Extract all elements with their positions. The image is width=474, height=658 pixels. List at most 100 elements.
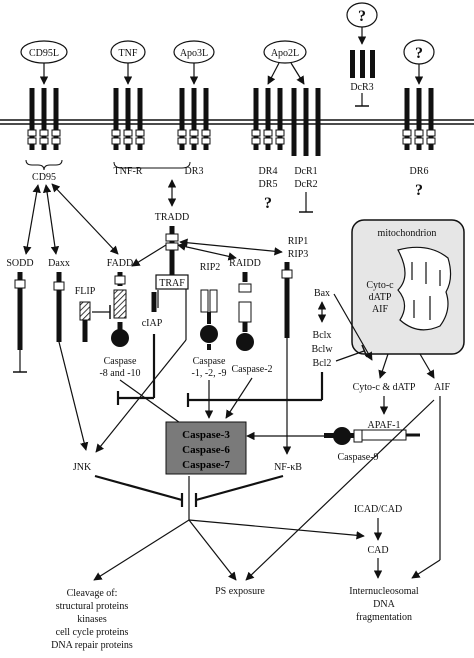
bcl-family: Bax Bclx Bclw Bcl2: [186, 288, 373, 407]
caspase-8-label-1: Caspase: [104, 356, 137, 367]
caspase-8-label-2: -8 and -10: [99, 368, 140, 379]
ligand-unknown-dr6: ?: [403, 39, 435, 85]
raidd: RAIDD Caspase-2: [229, 258, 272, 375]
jnk-inhibit-line: [94, 474, 183, 502]
receptor-dcr3-label: DcR3: [350, 82, 373, 93]
dna-line-2: DNA: [373, 599, 395, 610]
exec-icad-arrow: [188, 519, 365, 540]
cd95-daxx-arrow: [42, 184, 60, 255]
ligand-cd95l: CD95L: [20, 40, 68, 85]
daxx-label: Daxx: [48, 258, 70, 269]
rip1-rip3: RIP1 RIP3: [281, 236, 309, 455]
ligand-unknown-dcr3: ?: [346, 2, 378, 45]
rip2: RIP2 Caspase -1, -2, -9: [192, 262, 227, 379]
receptor-dr4-dr5: DR4 DR5 ?: [251, 87, 285, 212]
c2-exec-arrow: [225, 377, 253, 419]
ligand-apo2l: Apo2L: [263, 40, 307, 85]
plasma-membrane: [0, 119, 474, 125]
ps-exposure-label: PS exposure: [215, 586, 265, 597]
receptor-dcr3: DcR3: [350, 50, 375, 107]
cleavage-line-3: kinases: [77, 614, 107, 625]
bclw-label: Bclw: [311, 344, 333, 355]
exec-ps-arrow: [188, 519, 237, 581]
outcome-dna-fragmentation: Internucleosomal DNA fragmentation: [349, 586, 419, 623]
bcl2-label: Bcl2: [313, 358, 332, 369]
nfkb-label: NF-κB: [274, 462, 302, 473]
raidd-label: RAIDD: [229, 258, 261, 269]
sodd: SODD: [6, 258, 34, 373]
cd95-sodd-arrow: [23, 184, 41, 255]
receptor-dr3: DR3: [177, 87, 211, 177]
cleavage-line-1: Cleavage of:: [67, 588, 118, 599]
traf: TRAF: [95, 274, 189, 453]
release-aif-label: AIF: [434, 382, 451, 393]
tnfr-dr3-bracket: [113, 161, 191, 169]
receptor-cd95: CD95: [25, 87, 63, 183]
fadd: FADD Caspase -8 and -10: [99, 258, 140, 379]
executioner-caspases: Caspase-3 Caspase-6 Caspase-7: [165, 421, 247, 475]
ligand-apo3l: Apo3L: [173, 40, 215, 85]
cleavage-line-5: DNA repair proteins: [51, 640, 133, 651]
mito-aif: AIF: [372, 304, 389, 315]
cleavage-line-4: cell cycle proteins: [56, 627, 129, 638]
mitochondrion: mitochondrion Cyto-c dATP AIF: [351, 219, 465, 355]
mito-datp: dATP: [369, 292, 392, 303]
daxx: Daxx: [48, 258, 89, 451]
ciap: cIAP: [116, 292, 163, 405]
receptor-dr5-label: DR5: [259, 179, 278, 190]
mito-cytoc: Cyto-c: [366, 280, 394, 291]
caspase-2-label: Caspase-2: [231, 364, 272, 375]
exec-cleavage-arrow: [93, 519, 190, 581]
receptor-dcr1-dcr2: DcR1 DcR2: [291, 88, 321, 213]
receptor-dr6-label: DR6: [410, 166, 429, 177]
sodd-label: SODD: [6, 258, 33, 269]
tradd-complex: [131, 226, 283, 276]
unknown-ligand-dcr3-label: ?: [358, 8, 366, 25]
tradd-label: TRADD: [155, 212, 189, 223]
cd95-fadd-arrow: [51, 183, 119, 255]
dna-line-3: fragmentation: [356, 612, 412, 623]
cleavage-line-2: structural proteins: [56, 601, 129, 612]
receptor-tnfr-label: TNF-R: [114, 166, 143, 177]
release-cytoc-label: Cyto-c & dATP: [353, 382, 416, 393]
aif-ps-arrow: [245, 399, 435, 581]
receptor-dr6: DR6 ?: [402, 87, 436, 199]
dr6-unknown-mark: ?: [415, 182, 423, 199]
apaf1-caspase9: APAF-1 Caspase-9: [246, 420, 420, 463]
jnk-label: JNK: [73, 462, 92, 473]
ligand-tnf: TNF: [110, 40, 146, 85]
receptor-dr3-label: DR3: [185, 166, 204, 177]
receptor-dr4-label: DR4: [259, 166, 278, 177]
flip: FLIP: [75, 286, 111, 342]
ligand-apo3l-label: Apo3L: [180, 48, 208, 59]
nfkb-inhibit-line: [195, 474, 284, 502]
cad-label: CAD: [367, 545, 388, 556]
flip-label: FLIP: [75, 286, 96, 297]
dr4-dr5-unknown-mark: ?: [264, 195, 272, 212]
receptor-cd95-label: CD95: [32, 172, 56, 183]
unknown-ligand-dr6-label: ?: [415, 45, 423, 62]
bclx-label: Bclx: [313, 330, 332, 341]
apaf1-label: APAF-1: [368, 420, 401, 431]
traf-label: TRAF: [159, 278, 185, 289]
caspase-3-label: Caspase-3: [182, 429, 230, 441]
mito-cytoc-arrow: [378, 353, 389, 379]
caspase-129-label-2: -1, -2, -9: [192, 368, 227, 379]
ligand-cd95l-label: CD95L: [29, 48, 59, 59]
ligand-tnf-label: TNF: [119, 48, 138, 59]
caspase-7-label: Caspase-7: [182, 459, 230, 471]
ciap-label: cIAP: [142, 318, 163, 329]
rip3-label: RIP3: [288, 249, 309, 260]
rip1-label: RIP1: [288, 236, 309, 247]
outcome-cleavage: Cleavage of: structural proteins kinases…: [51, 588, 133, 651]
fadd-label: FADD: [107, 258, 133, 269]
mitochondrion-label: mitochondrion: [378, 228, 437, 239]
mito-aif-arrow: [419, 353, 435, 379]
receptor-tnfr: TNF-R: [111, 87, 145, 177]
icad-cad-label: ICAD/CAD: [354, 504, 402, 515]
receptor-dcr2-label: DcR2: [294, 179, 317, 190]
bax-label: Bax: [314, 288, 330, 299]
caspase-6-label: Caspase-6: [182, 444, 230, 456]
ligand-apo2l-label: Apo2L: [271, 48, 299, 59]
